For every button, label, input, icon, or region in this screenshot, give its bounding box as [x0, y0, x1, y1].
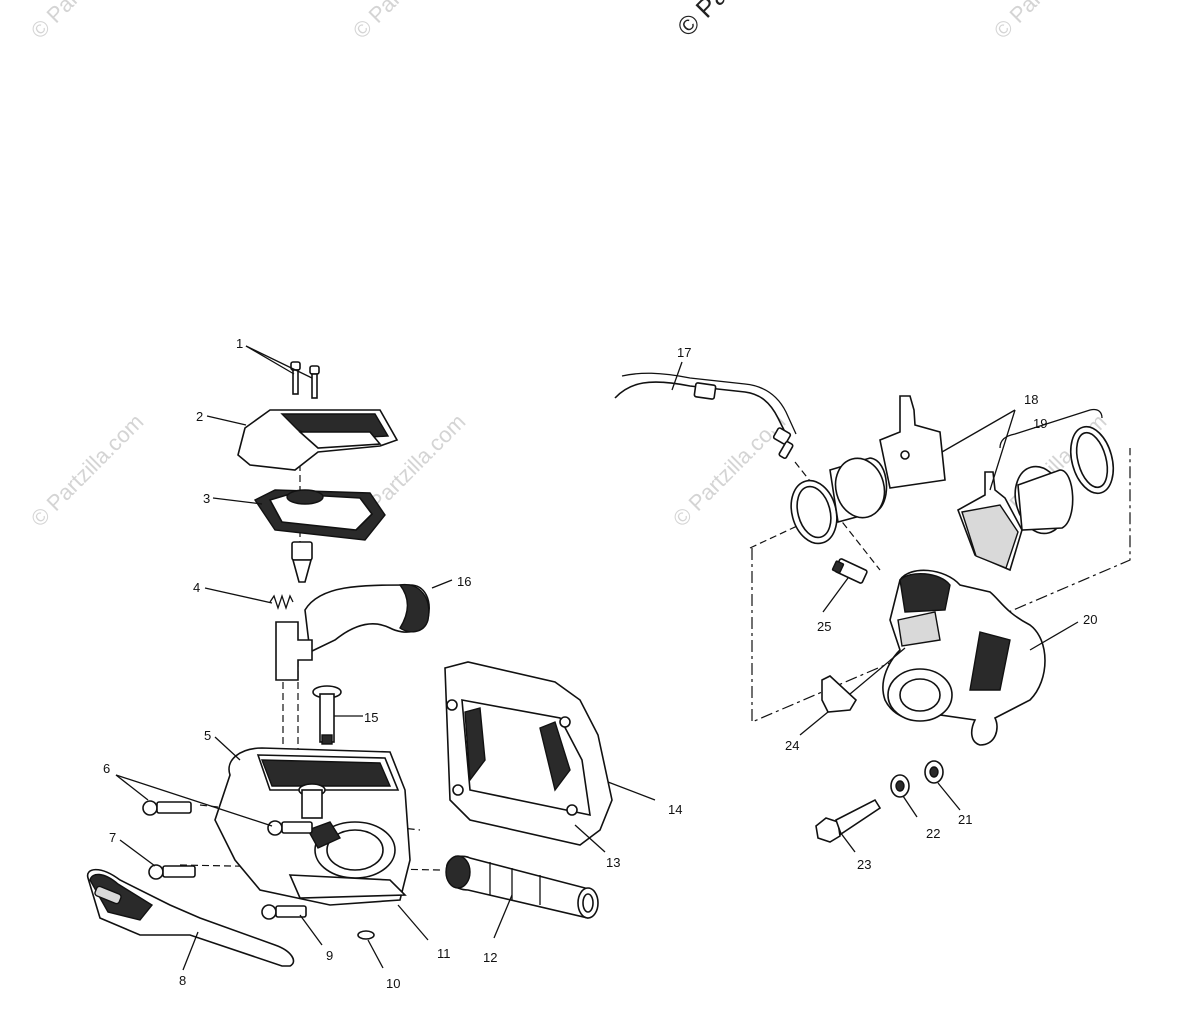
watermark: © Partzilla.com — [348, 0, 471, 44]
caliper-pistons-right — [1014, 425, 1115, 535]
callout-9: 9 — [326, 948, 333, 963]
brake-pads — [879, 395, 1023, 572]
callout-2: 2 — [196, 409, 203, 424]
brake-lever — [86, 868, 295, 967]
callout-15: 15 — [364, 710, 378, 725]
callout-16: 16 — [457, 574, 471, 589]
callout-18: 18 — [1024, 392, 1038, 407]
caliper-assembly — [614, 372, 1131, 843]
cover-plate — [444, 661, 613, 846]
watermark-layer: © Partzilla.com © Partzilla.com © Partzi… — [26, 0, 1112, 532]
callout-8: 8 — [179, 973, 186, 988]
callout-6: 6 — [103, 761, 110, 776]
watermark: © Partzilla.com — [26, 409, 149, 532]
callout-7: 7 — [109, 830, 116, 845]
copyright-mark: © Pa — [671, 0, 734, 42]
callout-labels: 1 2 3 4 5 6 7 8 9 10 11 12 13 14 15 16 1… — [103, 336, 1097, 991]
brake-hose — [614, 372, 797, 459]
caliper-bolt — [815, 798, 882, 843]
master-cylinder-assembly — [86, 361, 613, 967]
callout-14: 14 — [668, 802, 682, 817]
watermark: © Partzilla.com — [26, 0, 149, 44]
callout-5: 5 — [204, 728, 211, 743]
callout-13: 13 — [606, 855, 620, 870]
caliper-body — [882, 569, 1046, 746]
callout-23: 23 — [857, 857, 871, 872]
diaphragm — [253, 489, 386, 541]
pivot-pin — [312, 685, 342, 745]
callout-20: 20 — [1083, 612, 1097, 627]
brake-switch — [275, 584, 430, 681]
callout-11: 11 — [437, 946, 451, 961]
leader-lines — [115, 345, 1103, 971]
callout-3: 3 — [203, 491, 210, 506]
callout-4: 4 — [193, 580, 200, 595]
caliper-pistons-left — [790, 457, 888, 545]
callout-12: 12 — [483, 950, 497, 965]
callout-10: 10 — [386, 976, 400, 991]
callout-19: 19 — [1033, 416, 1047, 431]
callout-21: 21 — [958, 812, 972, 827]
reservoir-cover — [237, 409, 399, 471]
cover-screws — [290, 361, 320, 399]
pad-pin — [821, 647, 906, 713]
bleeder-valve — [831, 558, 868, 584]
callout-1: 1 — [236, 336, 243, 351]
retaining-clip — [357, 930, 375, 940]
callout-24: 24 — [785, 738, 799, 753]
master-piston — [445, 855, 599, 919]
washers — [890, 760, 944, 798]
plug — [291, 541, 313, 583]
callout-22: 22 — [926, 826, 940, 841]
callout-25: 25 — [817, 619, 831, 634]
watermark: © Partzilla.com — [989, 0, 1112, 44]
bolts — [142, 800, 313, 920]
callout-17: 17 — [677, 345, 691, 360]
spring — [269, 593, 294, 611]
